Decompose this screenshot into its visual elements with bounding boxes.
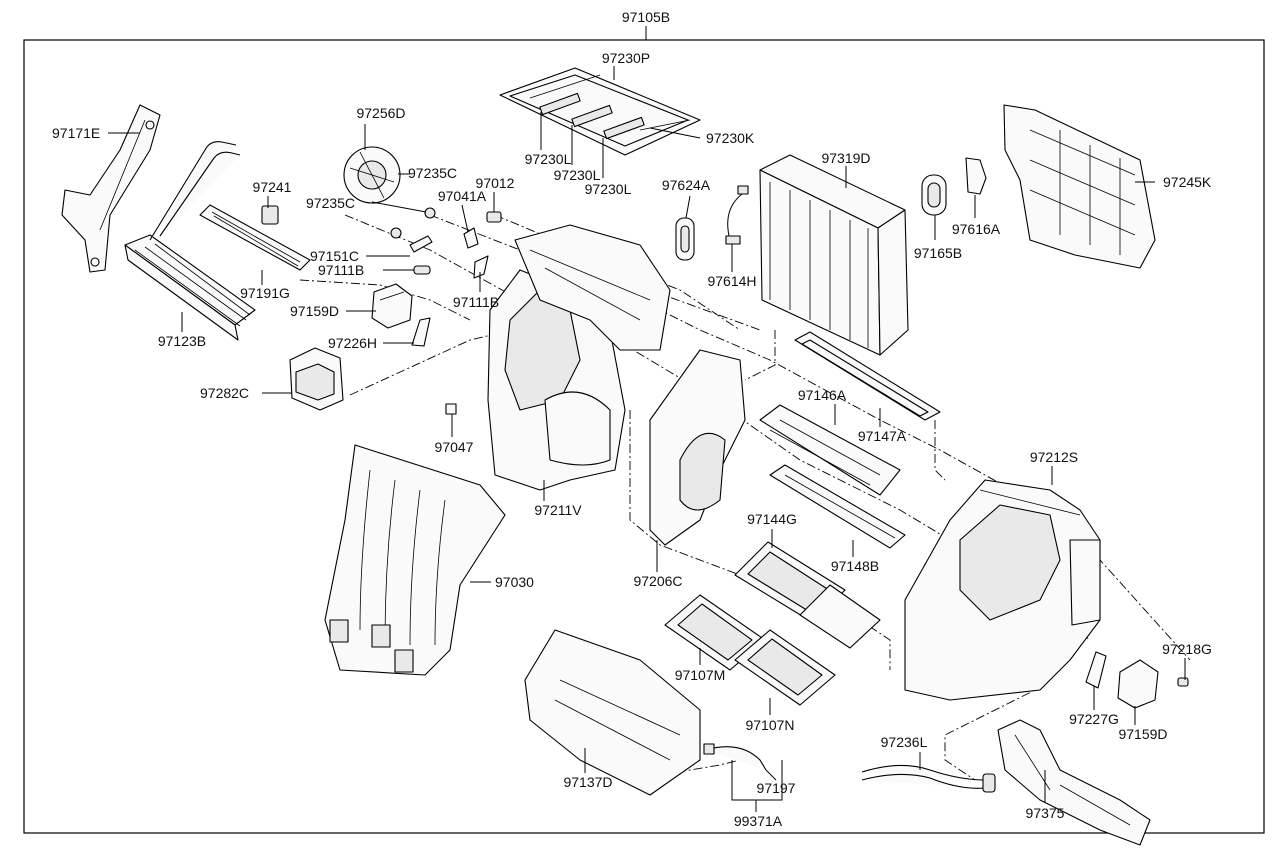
label-97197: 97197 — [757, 780, 796, 796]
label-97230p: 97230P — [602, 50, 650, 66]
part-97235c-b — [390, 227, 402, 239]
case-97211v — [487, 269, 626, 491]
tray-97137d — [524, 629, 701, 796]
label-97235c-2: 97235C — [306, 195, 355, 211]
label-97147a: 97147A — [858, 428, 907, 444]
sensor-97614h — [725, 185, 749, 245]
label-97236l: 97236L — [881, 734, 928, 750]
label-97159d-2: 97159D — [1118, 726, 1167, 742]
bracket-part — [61, 104, 161, 273]
filter-97148b — [769, 464, 906, 549]
link-97226h — [411, 317, 431, 347]
part-97235c-a — [424, 207, 436, 219]
label-97111b-2: 97111B — [453, 294, 499, 310]
label-97111b-1: 97111B — [318, 262, 364, 278]
part-97151c — [409, 235, 433, 253]
callout-labels: 97105B 97230P 97230K 97230L 97230L 97230… — [52, 9, 1212, 829]
label-97137d: 97137D — [563, 774, 612, 790]
label-97375: 97375 — [1026, 805, 1065, 821]
part-97012 — [486, 211, 502, 223]
label-97230l-1: 97230L — [525, 151, 572, 167]
hose-97197 — [703, 743, 767, 771]
label-97047: 97047 — [435, 439, 474, 455]
filter-97144g — [734, 541, 881, 649]
grommet-97165b — [921, 174, 947, 216]
label-99371a: 99371A — [734, 813, 783, 829]
label-97212s: 97212S — [1030, 449, 1078, 465]
label-97171e: 97171E — [52, 125, 100, 141]
label-97235c-1: 97235C — [408, 165, 457, 181]
label-97107m: 97107M — [675, 667, 726, 683]
filter-cover-part — [499, 67, 701, 156]
link-97227g — [1085, 651, 1107, 689]
hose-97236l — [861, 764, 996, 793]
label-97107n: 97107N — [745, 717, 794, 733]
label-97616a: 97616A — [952, 221, 1001, 237]
label-97230l-3: 97230L — [585, 181, 632, 197]
label-97206c: 97206C — [633, 573, 682, 589]
label-97165b: 97165B — [914, 245, 962, 261]
label-97282c: 97282C — [200, 385, 249, 401]
filter-97146a — [759, 404, 901, 496]
actuator-97256d — [343, 146, 401, 204]
filter-frame-97147a — [794, 331, 941, 421]
label-97245k: 97245K — [1163, 174, 1212, 190]
case-97212s — [904, 479, 1101, 701]
label-97030: 97030 — [495, 574, 534, 590]
diagram-frame — [23, 39, 1265, 834]
label-97041a: 97041A — [438, 188, 487, 204]
label-97614h: 97614H — [707, 273, 756, 289]
duct-97030 — [324, 444, 506, 676]
label-97144g: 97144G — [747, 511, 797, 527]
grommet-97624a — [675, 217, 695, 261]
label-97211v: 97211V — [534, 502, 582, 518]
screw-97218g — [1177, 677, 1189, 687]
label-97148b: 97148B — [831, 558, 879, 574]
label-97151c: 97151C — [310, 248, 359, 264]
evaporator-97319d — [759, 154, 909, 356]
cover-97245k — [1003, 104, 1156, 269]
label-97230k: 97230K — [706, 130, 755, 146]
label-97146a: 97146A — [798, 387, 847, 403]
label-97218g: 97218G — [1162, 641, 1212, 657]
duct-97375 — [997, 719, 1151, 846]
bracket-97616a — [965, 157, 987, 195]
heater-core-part — [124, 141, 256, 341]
inlet-box — [514, 224, 671, 351]
duct-97282c — [289, 347, 344, 411]
part-97047 — [445, 403, 457, 415]
label-97123b: 97123B — [158, 333, 206, 349]
part-97041a — [463, 227, 479, 249]
actuator-97159d-left — [371, 283, 413, 329]
label-97256d: 97256D — [356, 105, 405, 121]
filter-97107n — [734, 629, 836, 706]
leader-lines — [108, 66, 1186, 812]
label-97319d: 97319D — [821, 150, 870, 166]
clip-97241 — [261, 205, 279, 225]
actuator-97159d-right — [1117, 659, 1159, 709]
label-97012: 97012 — [476, 175, 515, 191]
label-97230l-2: 97230L — [554, 167, 601, 183]
label-97241: 97241 — [253, 179, 292, 195]
label-97105b: 97105B — [622, 9, 670, 25]
label-97159d-1: 97159D — [290, 303, 339, 319]
label-97191g: 97191G — [240, 285, 290, 301]
label-97624a: 97624A — [662, 177, 711, 193]
label-97226h: 97226H — [328, 335, 377, 351]
divider-97206c — [649, 349, 746, 546]
part-97111b-a — [413, 265, 431, 275]
label-97227g: 97227G — [1069, 711, 1119, 727]
part-97111b-b — [473, 255, 489, 279]
filter-part — [199, 204, 311, 271]
